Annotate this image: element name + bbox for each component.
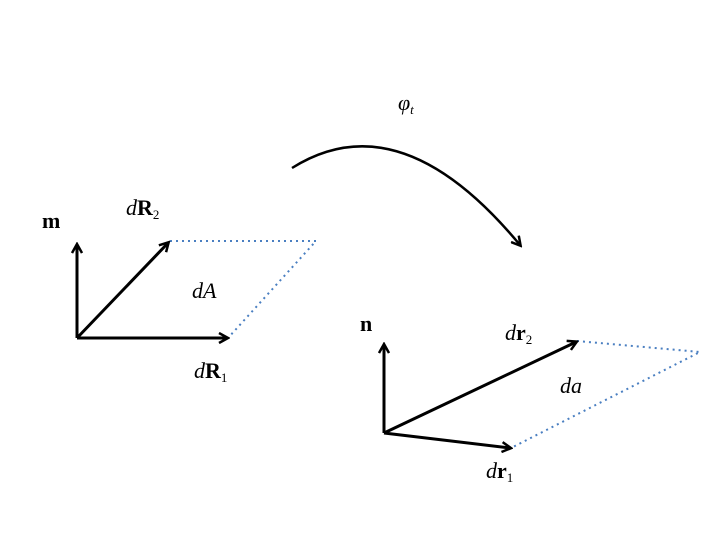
mapping-curve-arrow — [291, 145, 520, 245]
map-label: φt — [398, 90, 414, 117]
normal-n-label: n — [360, 311, 373, 336]
dr1-arrow — [383, 431, 510, 448]
reference-parallelogram-edge — [170, 240, 319, 339]
dr2-arrow — [383, 342, 576, 435]
dR2-arrow — [75, 243, 168, 340]
current-area-label: da — [560, 373, 582, 398]
dR1-label: dR1 — [194, 358, 228, 385]
reference-area-label: dA — [192, 278, 217, 303]
dR2-label: dR2 — [126, 195, 160, 222]
dr2-label: dr2 — [505, 320, 533, 347]
normal-m-label: m — [42, 208, 61, 233]
dr1-label: dr1 — [486, 458, 514, 485]
current-parallelogram-edge — [510, 340, 704, 449]
